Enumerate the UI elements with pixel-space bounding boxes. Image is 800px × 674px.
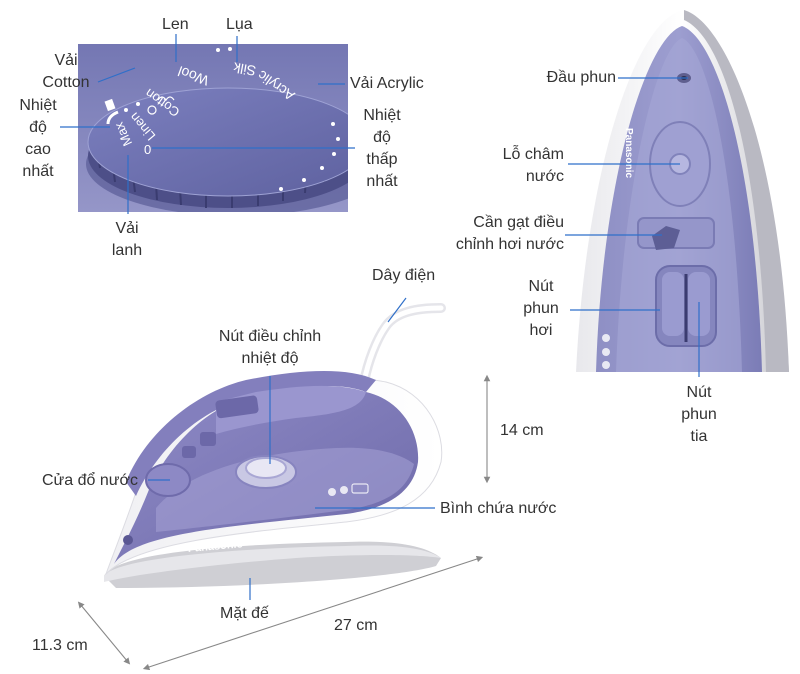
dial-print-silk: Silk <box>231 59 257 79</box>
label-nhiet-do-thap-nhat: Nhiệt độ thấp nhất <box>363 107 401 190</box>
top-brand-print: Panasonic <box>623 128 634 178</box>
label-nut-phun-tia: Nút phun tia <box>681 384 717 445</box>
dial-closeup-image: Wool Silk Acrylic Cotton Linen Max 0 <box>78 44 348 212</box>
label-dau-phun: Đầu phun <box>546 69 616 86</box>
side-brand-print: Panasonic <box>187 538 243 555</box>
label-vai-lanh: Vải lanh <box>111 220 143 259</box>
label-nhiet-do-cao-nhat: Nhiệt độ cao nhất <box>19 97 57 180</box>
label-vai-acrylic: Vải Acrylic <box>350 75 424 92</box>
label-day-dien: Dây điện <box>372 267 436 284</box>
label-lo-cham-nuoc: Lỗ châm nước <box>502 146 564 185</box>
dimension-width: 11.3 cm <box>32 637 88 654</box>
label-vai-cotton: Vải Cotton <box>42 52 90 91</box>
label-binh-chua-nuoc: Bình chứa nước <box>440 500 557 517</box>
label-nut-dieu-chinh-nhiet-do: Nút điều chỉnh nhiệt độ <box>218 328 322 367</box>
label-cua-do-nuoc: Cửa đổ nước <box>42 472 138 489</box>
label-lua: Lụa <box>226 16 253 33</box>
dial-print-zero: 0 <box>144 142 151 157</box>
label-mat-de: Mặt đế <box>220 605 269 622</box>
dimension-length: 27 cm <box>334 617 378 634</box>
label-can-gat-dieu-chinh-hoi-nuoc: Cần gạt điều chỉnh hơi nước <box>455 214 564 253</box>
label-nut-phun-hoi: Nút phun hơi <box>523 278 559 339</box>
label-len: Len <box>162 16 189 33</box>
top-view-image: Panasonic <box>576 10 789 372</box>
dimension-height: 14 cm <box>500 422 544 439</box>
